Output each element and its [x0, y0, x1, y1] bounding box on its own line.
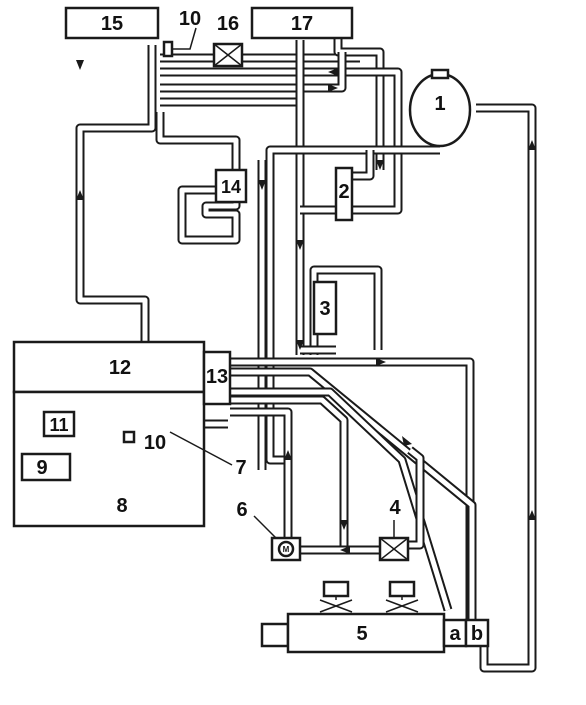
pump-motor-label: M [283, 545, 290, 554]
label-9: 9 [36, 457, 47, 479]
label-8: 8 [116, 495, 127, 517]
label-10-top: 10 [179, 8, 201, 30]
label-1: 1 [434, 93, 445, 115]
pipe-network [70, 38, 537, 673]
label-port-a: a [449, 623, 461, 645]
component-17-box: 17 [250, 6, 354, 40]
label-7: 7 [235, 457, 246, 479]
label-port-b: b [471, 623, 483, 645]
component-10-bottom-sensor-icon: 10 [122, 430, 166, 454]
radiator-port-b: b [464, 618, 490, 648]
label-15: 15 [101, 13, 123, 35]
component-16-valve-icon: 16 [212, 13, 244, 68]
label-3: 3 [319, 298, 330, 320]
label-17: 17 [291, 13, 313, 35]
label-4: 4 [389, 497, 401, 519]
label-2: 2 [338, 181, 349, 203]
label-5: 5 [356, 623, 367, 645]
component-1-expansion-tank-icon: 1 [408, 68, 472, 148]
label-12: 12 [109, 357, 131, 379]
component-12-engine-block: 12 [12, 340, 206, 394]
component-7-pointer: 7 [169, 431, 247, 479]
component-4-valve-icon: 4 [378, 497, 410, 562]
label-16: 16 [217, 13, 239, 35]
label-10-bottom: 10 [144, 432, 166, 454]
component-9-box: 9 [20, 452, 72, 482]
component-11-box: 11 [42, 410, 76, 438]
component-2-box: 2 [334, 166, 354, 222]
component-6-pump-icon: M 6 [236, 499, 302, 562]
component-14-box: 14 [214, 168, 248, 204]
component-10-top-sensor-icon: 10 [162, 8, 201, 58]
flow-arrows [76, 60, 536, 554]
label-13: 13 [206, 366, 228, 388]
component-5-radiator: 5 [260, 580, 446, 654]
component-15-box: 15 [64, 6, 160, 40]
label-14: 14 [221, 177, 241, 197]
component-3-heater-core-icon: 3 [312, 280, 338, 336]
radiator-port-a: a [442, 618, 468, 648]
label-6: 6 [236, 499, 247, 521]
component-13-manifold: 13 [202, 350, 232, 406]
label-11: 11 [49, 415, 68, 435]
